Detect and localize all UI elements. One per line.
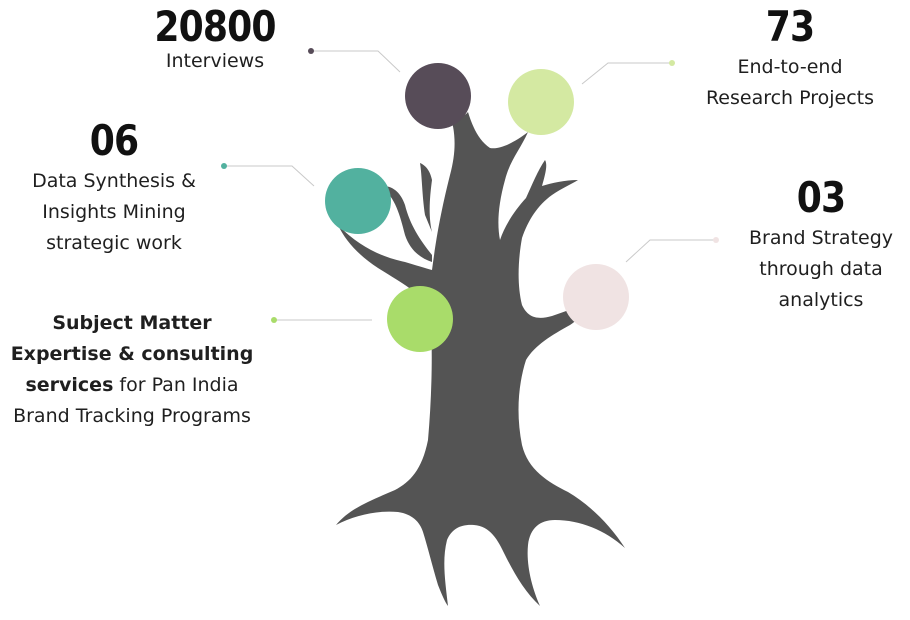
stat-label: Research Projects	[705, 87, 875, 109]
stat-research: 73 End-to-end Research Projects	[690, 4, 890, 114]
dot-brand-strategy	[713, 237, 719, 243]
stat-value: 73	[765, 2, 815, 51]
stat-label: analytics	[778, 289, 864, 311]
connector-interviews	[311, 50, 401, 73]
stat-label: Insights Mining	[42, 201, 186, 223]
stat-label: Brand Strategy	[748, 227, 894, 249]
circle-sme	[387, 286, 453, 352]
stat-label-mixed: services for Pan India	[0, 370, 264, 401]
stat-label: End-to-end	[737, 56, 843, 78]
connectors	[224, 50, 716, 321]
stat-brand-strategy: 03 Brand Strategy through data analytics	[735, 175, 907, 316]
circle-interviews	[405, 63, 471, 129]
circle-brand-strategy	[563, 264, 629, 330]
dot-synthesis	[221, 163, 227, 169]
stat-synthesis: 06 Data Synthesis & Insights Mining stra…	[14, 118, 214, 259]
stat-label-rest: for Pan India	[113, 374, 239, 396]
dot-interviews	[308, 48, 314, 54]
stat-label: through data	[759, 258, 883, 280]
stat-interviews: 20800 Interviews	[140, 4, 290, 77]
circle-synthesis	[325, 168, 391, 234]
stat-label-bold-word: services	[25, 374, 114, 396]
connector-dots	[221, 48, 719, 323]
stat-sme: Subject Matter Expertise & consulting se…	[0, 308, 264, 432]
connector-brand-strategy	[625, 239, 716, 263]
stat-label-bold: Expertise & consulting	[10, 343, 254, 365]
stat-label: Interviews	[165, 50, 265, 72]
stat-label-bold: Subject Matter	[52, 312, 212, 334]
circle-research	[508, 69, 574, 135]
fruit-circles	[325, 63, 629, 352]
stat-value: 03	[796, 173, 846, 222]
stat-label: Brand Tracking Programs	[13, 405, 251, 427]
stat-value: 20800	[154, 2, 276, 51]
stat-label: Data Synthesis &	[32, 170, 196, 192]
dot-research	[669, 60, 675, 66]
connector-research	[581, 62, 672, 85]
stat-value: 06	[89, 116, 139, 165]
tree-trunk	[336, 100, 625, 606]
stat-label: strategic work	[46, 232, 182, 254]
connector-synthesis	[224, 165, 315, 187]
dot-sme	[271, 317, 277, 323]
